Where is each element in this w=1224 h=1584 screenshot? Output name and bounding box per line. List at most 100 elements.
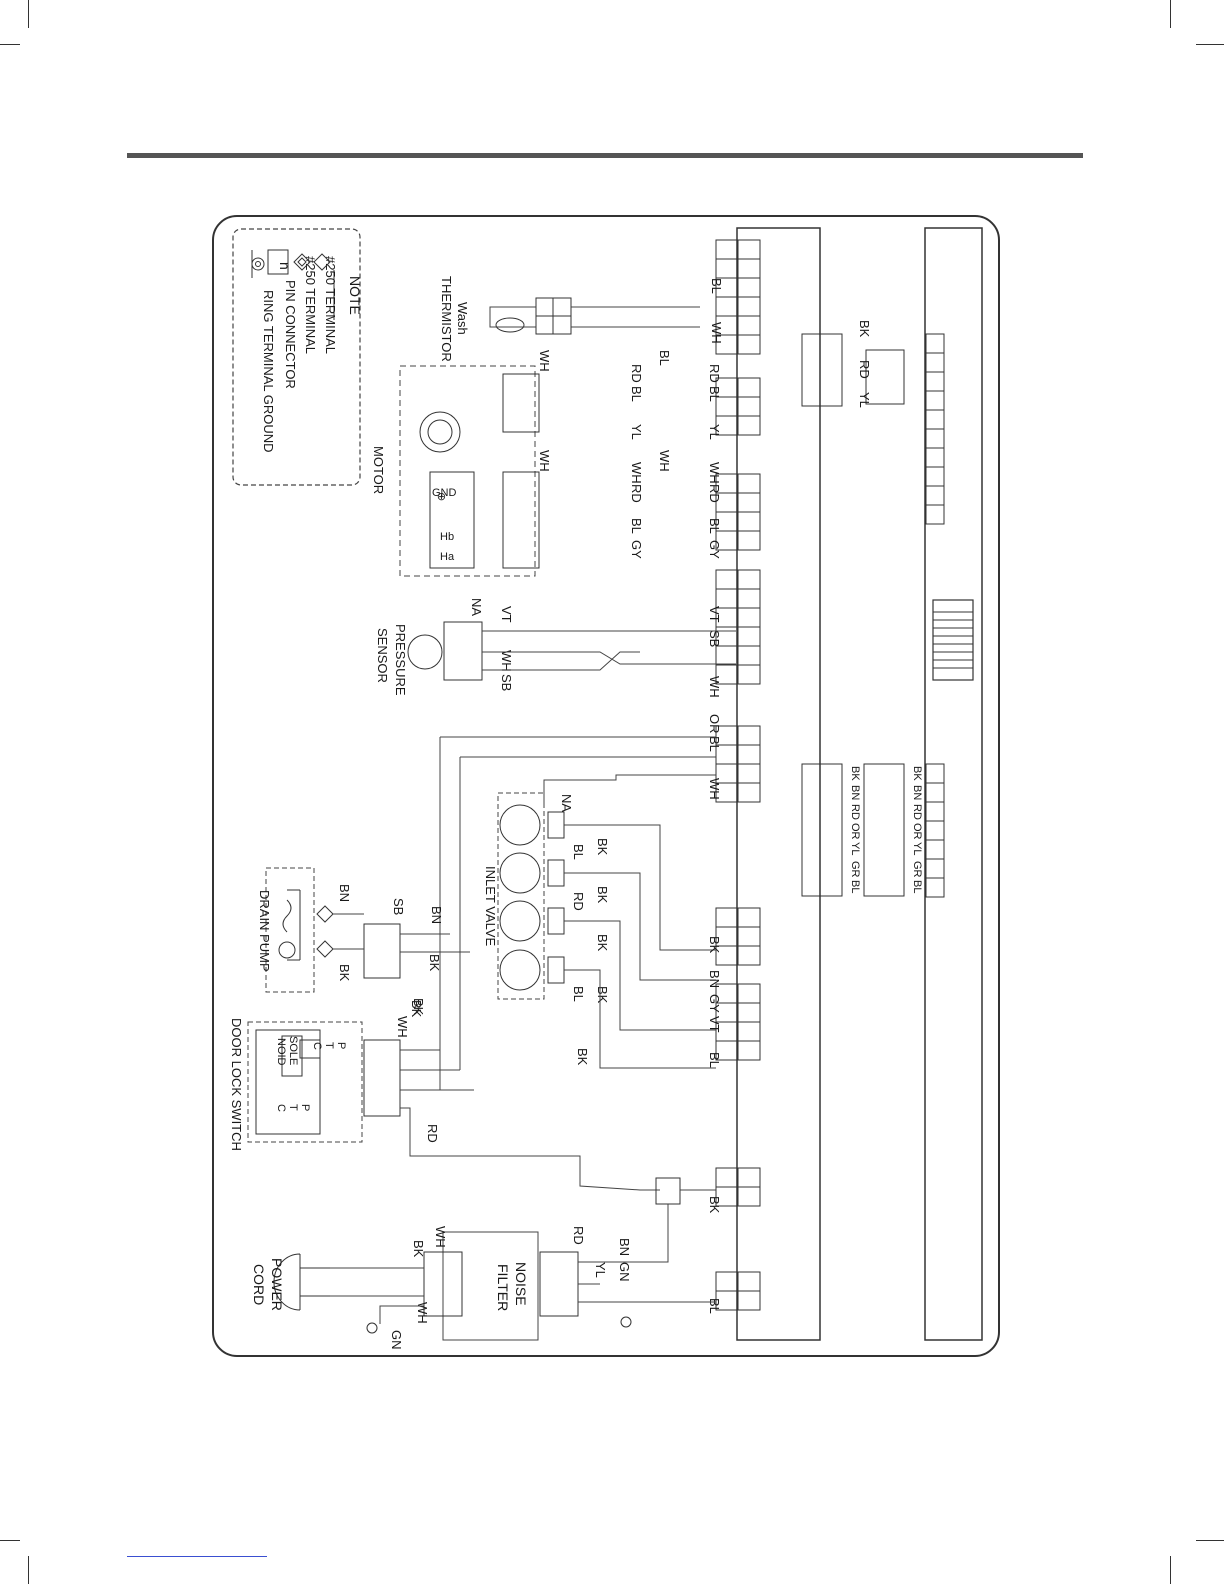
motor-terminal-hb: Hb	[440, 531, 454, 543]
wire-label: RD	[571, 892, 586, 911]
motor-terminal-gnd-label: GND	[432, 487, 457, 499]
note-item-2: #250 TERMINAL	[303, 256, 318, 354]
wire-label: GN	[389, 1330, 404, 1350]
wire-label: RD	[857, 360, 872, 379]
power-cord: POWER CORD	[251, 1253, 424, 1324]
wire-label: BK	[337, 964, 352, 982]
ptc-label-5: T	[287, 1104, 299, 1111]
wire-label: BK	[411, 998, 426, 1016]
noise-filter-label-2: FILTER	[495, 1264, 511, 1311]
board-wire-label-text: OR	[849, 823, 861, 840]
board-wire-label: OR	[911, 823, 923, 840]
wire-label: BK	[427, 954, 442, 972]
wire-label: BL	[571, 844, 586, 860]
wire-label: BK	[595, 886, 610, 904]
wire-label: BL	[709, 278, 724, 294]
valve-coil-icon	[499, 949, 541, 991]
wire-label: BL	[707, 386, 722, 402]
wire-label: BL	[571, 986, 586, 1002]
board-wire-label-text: BK	[849, 766, 861, 781]
wire-label: GN	[617, 1262, 632, 1282]
board-wire-label-text: BL	[911, 880, 923, 893]
wire-label: RD	[707, 484, 722, 503]
solenoid-label-1: SOLE	[287, 1036, 299, 1065]
pump-motor-icon	[278, 941, 296, 959]
wire-label: YL	[857, 392, 872, 408]
wire-label: VT	[499, 606, 514, 623]
wire-label: BK	[409, 1000, 424, 1018]
crop-mark	[0, 44, 20, 45]
pin-connector-icon	[267, 249, 289, 275]
board-wire-label: GR	[849, 861, 861, 878]
board-connector	[715, 907, 761, 966]
crop-mark	[28, 1556, 29, 1584]
wire-label: WH	[709, 322, 724, 344]
noise-filter: NOISE FILTER BK RD BN GN YL WH BK WH GN …	[366, 1177, 722, 1350]
display-connector	[925, 333, 945, 525]
inlet-valve-label: INLET VALVE	[483, 866, 498, 947]
wire-label: BL	[707, 1052, 722, 1068]
wire-label: VT	[707, 606, 722, 623]
wire-label: BK	[595, 934, 610, 952]
terminal-diamond-filled-icon	[293, 253, 311, 271]
wire-label: BK	[707, 1196, 722, 1214]
valve-coil-icon	[499, 804, 541, 846]
motor-label: MOTOR	[371, 446, 386, 494]
plug-icon	[273, 1253, 301, 1311]
board-wire-label: YL	[849, 842, 861, 855]
right-connector-labels: BK BN GY VT BL	[707, 936, 722, 1068]
display-pcb	[924, 227, 983, 1341]
wire-label: WH	[433, 1226, 448, 1248]
wire-label: GY	[707, 994, 722, 1013]
board-connector	[715, 569, 761, 685]
board-wire-label: RD	[911, 804, 923, 820]
wire-label: BL	[707, 1298, 722, 1314]
terminal-diamond-icon	[313, 253, 331, 271]
motor-terminal-block	[429, 471, 475, 569]
diagram-frame	[212, 215, 1000, 1357]
board-connector	[715, 473, 761, 551]
board-wire-label: BK	[911, 766, 923, 781]
board-wire-label-text: BL	[849, 880, 861, 893]
door-lock-switch: SOLE NOID P T C P T C DOOR LOCK SWITCH W…	[229, 998, 660, 1191]
pin-glyph: n	[277, 262, 293, 270]
valve-coil-icon	[499, 852, 541, 894]
crop-mark	[1170, 1556, 1171, 1584]
wire-label: WH	[707, 778, 722, 800]
board-wire-label: BL	[911, 880, 923, 893]
board-connector	[715, 1167, 761, 1207]
crop-mark	[1196, 1540, 1224, 1541]
board-wire-label-text: BN	[849, 785, 861, 800]
power-cord-label-1: POWER	[269, 1258, 285, 1311]
drain-pump-label: DRAIN PUMP	[257, 890, 272, 972]
note-item-3: PIN CONNECTOR	[283, 280, 298, 389]
board-wire-label: OR	[849, 823, 861, 840]
main-board-connectors	[715, 239, 761, 1311]
wire-label: WH	[395, 1016, 410, 1038]
ptc-label-1: P	[335, 1042, 347, 1049]
wash-thermistor: Wash THERMISTOR BL WH	[439, 276, 724, 362]
wire-label: BL	[629, 518, 644, 534]
thermistor-icon	[495, 317, 525, 333]
ptc-label-3: C	[311, 1042, 323, 1050]
crop-mark	[0, 1540, 20, 1541]
board-wire-label-text: YL	[849, 842, 861, 855]
motor: MOTOR ⊕ GND Hb Ha WH BL RD BL RD BL YL Y…	[371, 350, 722, 577]
ground-ring-icon	[620, 1316, 632, 1328]
board-wire-label-text: BK	[911, 766, 923, 781]
wire-label: RD	[425, 1124, 440, 1143]
board-wire-label: GR	[911, 861, 923, 878]
wire-label: RD	[629, 484, 644, 503]
wire-label: NA	[559, 794, 574, 812]
note-box: NOTE #250 TERMINAL #250 TERMINAL PIN CON…	[232, 228, 363, 486]
pressure-sensor-icon	[407, 634, 443, 670]
pressure-sensor: PRESSURE SENSOR NA VT WH SB VT SB WH	[375, 598, 736, 698]
board-wire-label-text: OR	[911, 823, 923, 840]
wire-label: WH	[537, 450, 552, 472]
board-wire-label: BL	[849, 880, 861, 893]
wire-label: RD	[571, 1226, 586, 1245]
wire-label: SB	[707, 630, 722, 647]
board-wire-label-text: RD	[911, 804, 923, 820]
wire-label: BK	[595, 986, 610, 1004]
